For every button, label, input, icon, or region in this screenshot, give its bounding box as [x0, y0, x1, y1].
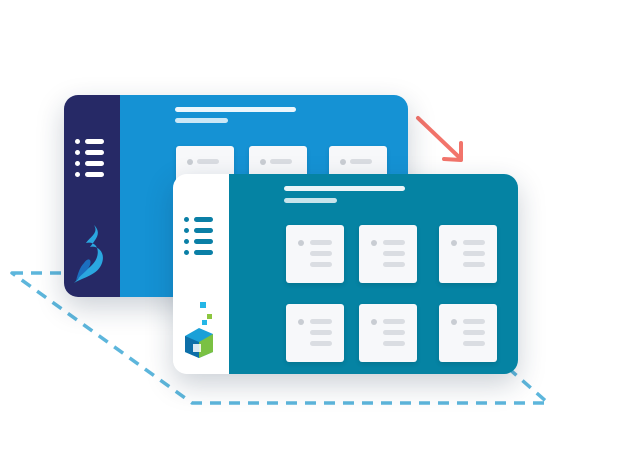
dashed-plane: [10, 271, 550, 405]
front-card-5[interactable]: [359, 304, 417, 362]
pixel-cube-logo-icon: [185, 302, 213, 358]
arrow-down-right-icon: [416, 116, 463, 162]
back-sidebar: [64, 95, 120, 297]
front-card-3[interactable]: [439, 225, 497, 283]
list-icon[interactable]: [184, 217, 214, 259]
front-card-6[interactable]: [439, 304, 497, 362]
flame-logo-icon: [74, 225, 103, 283]
front-card-1[interactable]: [286, 225, 344, 283]
front-window: [173, 174, 518, 374]
front-card-2[interactable]: [359, 225, 417, 283]
front-card-4[interactable]: [286, 304, 344, 362]
front-title-line: [284, 186, 405, 191]
back-title-line: [175, 107, 296, 112]
front-subtitle-line: [284, 198, 337, 203]
front-sidebar: [173, 174, 229, 374]
front-main-panel: [229, 174, 518, 374]
back-subtitle-line: [175, 118, 228, 123]
list-icon[interactable]: [75, 139, 105, 181]
